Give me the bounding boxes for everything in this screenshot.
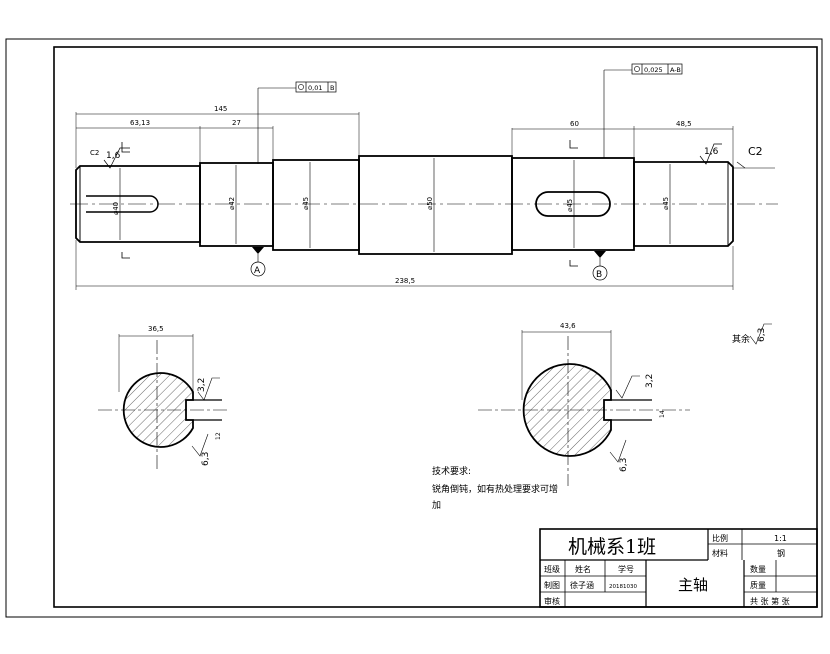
- sec1-roughness-b: 6,3: [201, 452, 211, 466]
- sheet-count: 共 张 第 张: [750, 596, 790, 606]
- shaft-step-4: [358, 155, 513, 255]
- roughness-2: 1,6: [704, 147, 719, 157]
- dim-dia-2: ⌀42: [228, 197, 236, 210]
- row-label-drawer: 制图: [544, 580, 560, 590]
- section-view-2: [478, 330, 690, 486]
- tol-a-ref: B: [330, 84, 334, 92]
- dim-dia-5: ⌀45: [566, 199, 574, 212]
- material-value: 钢: [777, 548, 785, 558]
- outer-border: [5, 38, 823, 618]
- chamfer-c2-right: C2: [748, 145, 763, 158]
- datum-b-label: B: [596, 270, 602, 280]
- shaft-main-view: [70, 69, 778, 290]
- inner-border: [53, 46, 818, 608]
- sec2-width: 43,6: [560, 322, 576, 330]
- dim-dia-6: ⌀45: [662, 197, 670, 210]
- other-roughness-value: 6,3: [757, 328, 767, 342]
- dim-145: 145: [214, 105, 227, 113]
- row-label-class: 班级: [544, 564, 560, 574]
- scale-label: 比例: [712, 533, 728, 543]
- sec2-roughness-a: 3,2: [645, 374, 655, 388]
- notes-line-2: 加: [432, 500, 441, 511]
- drawer-name: 徐子涵: [570, 580, 594, 590]
- material-label: 材料: [712, 548, 728, 558]
- section-view-1: [98, 334, 230, 470]
- sec2-key: 14: [659, 410, 666, 418]
- roughness-1: 1,6: [106, 151, 121, 161]
- chamfer-c2-left: C2: [90, 149, 99, 157]
- row-label-check: 审核: [544, 596, 560, 606]
- tolerance-frame-a: 0,01 B: [295, 81, 337, 93]
- weight-label: 质量: [750, 580, 766, 590]
- dim-48-5: 48,5: [676, 120, 692, 128]
- tol-a-value: 0,01: [308, 84, 322, 92]
- student-number: 20181030: [609, 584, 637, 590]
- title-text: 机械系1班: [568, 536, 656, 558]
- circular-runout-icon: [634, 66, 640, 72]
- dim-27: 27: [232, 119, 241, 127]
- shaft-step-2: [199, 162, 274, 247]
- scale-value: 1:1: [774, 534, 787, 543]
- circular-runout-icon: [298, 84, 304, 90]
- notes-heading: 技术要求:: [432, 465, 471, 477]
- other-label: 其余: [732, 333, 750, 345]
- notes-line-1: 锐角倒钝，如有热处理要求可增: [432, 483, 558, 495]
- title-block: [539, 528, 818, 608]
- sec1-width: 36,5: [148, 325, 164, 333]
- keyway-2: [535, 191, 611, 217]
- dim-63-13: 63,13: [130, 119, 150, 127]
- sec2-roughness-b: 6,3: [619, 458, 629, 472]
- shaft-step-3: [272, 159, 360, 251]
- keyway-1: [86, 195, 159, 213]
- dim-dia-1: ⌀40: [112, 202, 120, 215]
- dim-dia-3: ⌀45: [302, 197, 310, 210]
- col-label-name: 姓名: [575, 564, 591, 574]
- sec1-roughness-a: 3,2: [197, 378, 207, 392]
- dim-238-5: 238,5: [395, 277, 415, 285]
- datum-a-label: A: [254, 266, 261, 276]
- tol-b-value: 0,025: [644, 66, 663, 74]
- part-name: 主轴: [678, 576, 708, 594]
- sec1-key: 12: [215, 432, 222, 440]
- tolerance-frame-b: 0,025 A-B: [631, 63, 683, 75]
- dim-60: 60: [570, 120, 579, 128]
- dim-dia-4: ⌀50: [426, 197, 434, 210]
- qty-label: 数量: [750, 564, 766, 574]
- col-label-number: 学号: [618, 564, 634, 574]
- technical-notes: 技术要求: 锐角倒钝，如有热处理要求可增 加: [432, 465, 558, 511]
- title-block-text: 机械系1班 比例 1:1 材料 钢 班级 制图 审核 姓名 学号 徐子涵 201…: [544, 533, 790, 606]
- main-view-dimensions: 145 63,13 27 60 48,5 238,5 C2 C2 ⌀40 ⌀42…: [90, 105, 763, 285]
- tol-b-ref: A-B: [670, 66, 681, 74]
- other-roughness: 其余 6,3: [732, 323, 772, 345]
